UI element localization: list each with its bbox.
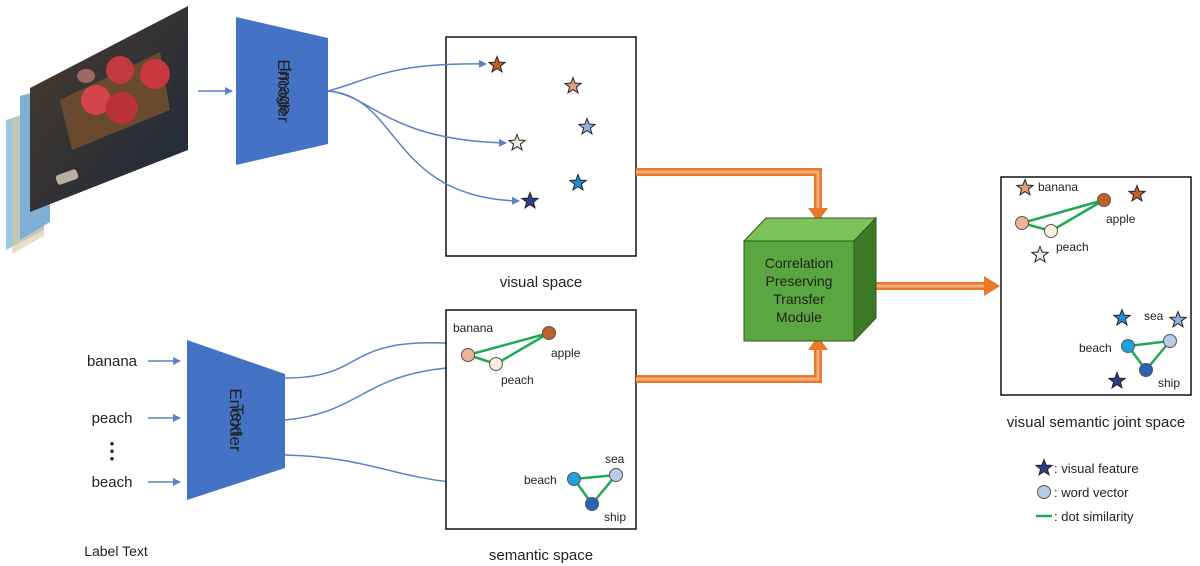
apple-highlight xyxy=(77,69,95,83)
visual-space-caption: visual space xyxy=(500,274,583,291)
star-banana-visual xyxy=(563,76,583,95)
word-node-ship xyxy=(585,497,599,511)
word-node-apple xyxy=(542,326,556,340)
apple-fruit-4 xyxy=(106,92,138,124)
joint-star-peach xyxy=(1030,245,1050,264)
visual-to-module-arrowhead xyxy=(808,208,828,222)
legend-star-shape xyxy=(1034,458,1054,477)
cube-front xyxy=(743,240,855,342)
apple-fruit-3 xyxy=(81,85,111,115)
module-label-line2: Preserving xyxy=(766,273,833,289)
text-encoder-shape xyxy=(187,340,285,500)
label-ellipsis: ⋮ xyxy=(101,438,123,463)
image-encoder-arrows xyxy=(327,59,520,205)
orange-arrows xyxy=(636,168,1000,383)
semantic-label-apple: apple xyxy=(551,346,581,360)
joint-star-beach xyxy=(1112,308,1132,327)
module-label-line3: Transfer xyxy=(773,291,825,307)
joint-space-stars xyxy=(1015,178,1188,390)
semantic-label-banana: banana xyxy=(453,321,493,335)
joint-node-sea xyxy=(1163,334,1177,348)
joint-star-apple xyxy=(1127,184,1147,203)
apple-fruit-2 xyxy=(140,59,170,89)
star-apple-visual xyxy=(487,55,507,74)
apple-fruit-1 xyxy=(106,56,134,84)
correlation-module-cube: Correlation Preserving Transfer Module xyxy=(742,216,878,343)
semantic-to-module-arrowhead xyxy=(808,336,828,350)
arrow-to-ship-star xyxy=(327,90,520,205)
joint-star-ship xyxy=(1107,371,1127,390)
word-node-peach xyxy=(489,357,503,371)
joint-node-ship xyxy=(1139,363,1153,377)
sea-similarity-lines xyxy=(572,473,619,507)
semantic-label-sea: sea xyxy=(605,452,625,466)
legend-word-vector-label: : word vector xyxy=(1054,485,1129,500)
joint-node-apple xyxy=(1097,193,1111,207)
input-image-stack xyxy=(6,6,188,254)
semantic-label-beach: beach xyxy=(524,473,557,487)
joint-star-banana xyxy=(1015,178,1035,197)
joint-label-banana: banana xyxy=(1038,180,1078,194)
legend-word-vector-icon xyxy=(1037,485,1051,499)
semantic-space-box xyxy=(445,309,637,530)
joint-label-sea: sea xyxy=(1144,309,1164,323)
semantic-to-module-arrow-outer xyxy=(636,348,822,383)
label-banana: banana xyxy=(87,353,138,370)
arrow-to-apple-star xyxy=(327,59,487,92)
joint-label-ship: ship xyxy=(1158,376,1180,390)
text-encoder-label-1: Text xyxy=(228,404,247,435)
label-peach: peach xyxy=(92,410,133,427)
cube-top xyxy=(742,217,878,242)
joint-fruit-similarity-lines xyxy=(1021,198,1105,233)
image-encoder-label-1: Image xyxy=(276,67,295,114)
joint-node-beach xyxy=(1121,339,1135,353)
module-label-line1: Correlation xyxy=(765,255,833,271)
joint-sea-similarity-lines xyxy=(1127,339,1173,373)
label-beach: beach xyxy=(92,474,133,491)
image-encoder: Image Encoder xyxy=(236,17,328,165)
fruit-similarity-lines xyxy=(467,331,550,366)
word-node-banana xyxy=(461,348,475,362)
text-encoder-label-2: Encoder xyxy=(226,388,245,452)
semantic-to-module-arrow-inner xyxy=(636,348,820,381)
image-encoder-label-2: Encoder xyxy=(274,59,293,123)
star-beach-visual xyxy=(568,173,588,192)
joint-space-box xyxy=(1000,176,1192,396)
text-encoder: Text Encoder xyxy=(187,340,285,500)
star-ship-visual xyxy=(520,191,540,210)
visual-to-module-arrow-inner xyxy=(636,170,820,210)
legend-visual-feature-label: : visual feature xyxy=(1054,461,1139,476)
semantic-label-peach: peach xyxy=(501,373,534,387)
label-arrows xyxy=(148,357,181,486)
word-node-beach xyxy=(567,472,581,486)
joint-node-banana xyxy=(1015,216,1029,230)
joint-node-peach xyxy=(1044,224,1058,238)
semantic-space-caption: semantic space xyxy=(489,547,593,564)
visual-space-box xyxy=(445,36,637,257)
visual-to-module-arrow-outer xyxy=(636,168,822,210)
arrow-to-banana-node xyxy=(284,339,463,379)
legend-dot-similarity-label: : dot similarity xyxy=(1054,509,1134,524)
joint-label-beach: beach xyxy=(1079,341,1112,355)
semantic-space-graph: banana apple peach beach sea ship xyxy=(453,321,626,524)
semantic-label-ship: ship xyxy=(604,510,626,524)
module-to-joint-arrowhead xyxy=(984,276,1000,296)
image-encoder-shape xyxy=(236,17,328,165)
module-label-line4: Module xyxy=(776,309,822,325)
legend: : visual feature : word vector : dot sim… xyxy=(1034,458,1139,524)
joint-space-graph: banana apple peach beach sea ship xyxy=(1015,180,1180,390)
star-sea-visual xyxy=(577,117,597,136)
word-node-sea xyxy=(609,468,623,482)
joint-label-peach: peach xyxy=(1056,240,1089,254)
visual-space-stars xyxy=(487,55,597,210)
joint-space-caption: visual semantic joint space xyxy=(1007,414,1185,431)
joint-label-apple: apple xyxy=(1106,212,1136,226)
label-text-caption: Label Text xyxy=(84,543,148,559)
joint-star-sea xyxy=(1168,310,1188,329)
legend-visual-feature-icon xyxy=(1034,458,1054,477)
star-peach-visual xyxy=(507,133,527,152)
bottle xyxy=(55,169,79,185)
